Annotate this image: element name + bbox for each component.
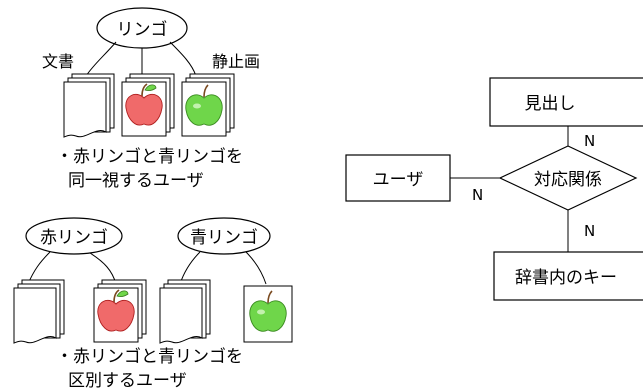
relation-label: 対応関係 xyxy=(534,170,602,190)
green-apple-icon xyxy=(185,84,223,126)
concept-label-green: 青リンゴ xyxy=(190,227,258,248)
entity-key xyxy=(493,251,643,301)
caption-same-line1: ・赤リンゴと青リンゴを xyxy=(56,146,243,167)
entity-user-label: ユーザ xyxy=(373,170,424,190)
distinct-apple-group: 赤リンゴ 青リンゴ ・赤リンゴと青リンゴを 区別するユーザ xyxy=(13,217,293,391)
doc-label: 文書 xyxy=(42,52,74,71)
connector-to-green-apple xyxy=(169,41,197,77)
red-apple-icon xyxy=(125,83,163,126)
document-stack-icon xyxy=(13,279,65,344)
connector-green-to-docs xyxy=(179,251,201,285)
entity-user xyxy=(345,154,451,202)
relation-diamond xyxy=(498,145,638,211)
concept-label-red: 赤リンゴ xyxy=(40,227,108,248)
green-apple-icon xyxy=(249,290,287,332)
connector-red-to-apple xyxy=(89,252,117,285)
connector-to-docs xyxy=(85,41,117,77)
connector-red-to-docs xyxy=(27,251,51,285)
entity-heading-label: 見出し xyxy=(525,94,576,114)
connector-green-to-apple xyxy=(245,251,267,285)
document-stack-icon xyxy=(63,73,115,138)
same-apple-group: リンゴ 文書 静止画 ・赤リンゴと青リンゴを 同一視するユーザ xyxy=(42,7,260,191)
caption-distinct-line2: 区別するユーザ xyxy=(68,371,187,391)
cardinality-top: N xyxy=(584,132,595,150)
image-label: 静止画 xyxy=(212,52,260,71)
entity-heading xyxy=(489,77,643,127)
concept-ellipse-red xyxy=(25,217,123,255)
concept-ellipse-green xyxy=(177,217,271,255)
entity-key-label: 辞書内のキー xyxy=(515,268,617,288)
er-diagram: 見出し 対応関係 ユーザ 辞書内のキー N N N xyxy=(345,77,643,301)
document-stack-icon xyxy=(159,279,211,344)
cardinality-bottom: N xyxy=(584,222,595,240)
concept-label-ringo: リンゴ xyxy=(117,19,168,40)
red-apple-icon xyxy=(97,289,135,332)
cardinality-left: N xyxy=(472,186,483,204)
caption-distinct-line1: ・赤リンゴと青リンゴを xyxy=(56,346,243,367)
caption-same-line2: 同一視するユーザ xyxy=(68,171,204,191)
